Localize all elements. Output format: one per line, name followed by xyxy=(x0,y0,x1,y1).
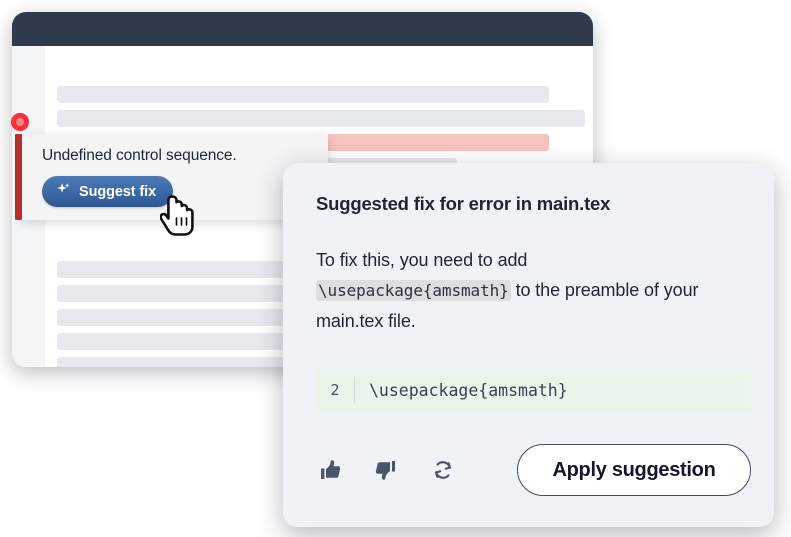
thumbs-down-icon[interactable] xyxy=(372,455,402,485)
thumbs-up-icon[interactable] xyxy=(316,455,346,485)
code-gutter-divider xyxy=(354,377,355,403)
apply-suggestion-button[interactable]: Apply suggestion xyxy=(517,444,751,496)
panel-title: Suggested fix for error in main.tex xyxy=(316,193,611,214)
suggest-fix-label: Suggest fix xyxy=(79,183,157,200)
code-block: 2 \usepackage{amsmath} xyxy=(316,369,751,411)
error-message-text: Undefined control sequence. xyxy=(42,147,237,164)
inline-code-usepackage: \usepackage{amsmath} xyxy=(316,280,511,301)
sparkle-icon xyxy=(55,181,72,202)
code-block-text: \usepackage{amsmath} xyxy=(369,380,568,400)
panel-body-prefix: To fix this, you need to add xyxy=(316,250,528,270)
editor-title-bar xyxy=(12,12,593,46)
error-marker-dot[interactable] xyxy=(11,113,29,131)
panel-action-row: Apply suggestion xyxy=(316,444,751,496)
code-line-number: 2 xyxy=(330,381,340,399)
editor-placeholder-line xyxy=(57,86,549,103)
editor-placeholder-line xyxy=(57,110,585,127)
suggest-fix-button[interactable]: Suggest fix xyxy=(42,176,174,207)
error-marker-bar xyxy=(15,134,22,220)
panel-body-suffix: to the preamble of your main.tex file. xyxy=(316,280,699,331)
panel-body-text: To fix this, you need to add \usepackage… xyxy=(316,245,716,336)
regenerate-icon[interactable] xyxy=(428,455,458,485)
